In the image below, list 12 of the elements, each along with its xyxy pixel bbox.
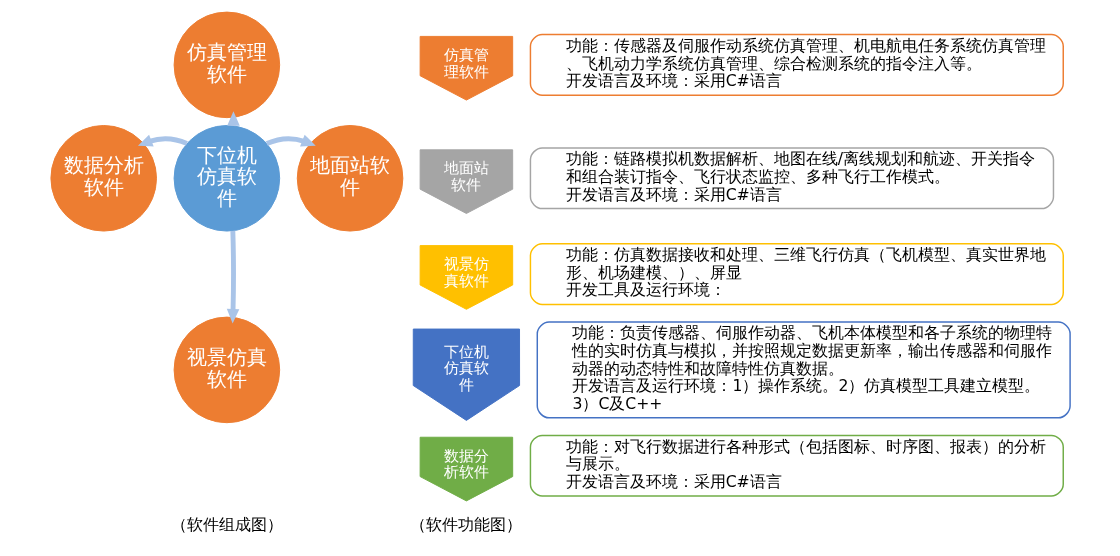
label: （软件功能图） [409,515,522,535]
label: （软件组成图） [170,515,283,535]
node-circle: 视景仿真软件 [173,316,280,424]
node-circle: 仿真管理软件 [173,11,280,119]
node-box: 功能：链路模拟机数据解析、地图在线/离线规划和航迹、开关指令和组合装订指令、飞行状态监控、多种飞行工作模式。 开发语言及环境：采用C#语言 [529,147,1054,210]
node-box: 功能：对飞行数据进行各种形式（包括图标、时序图、报表）的分析与展示。 开发语言及环境：采用C#语言 [529,434,1064,497]
node-box: 功能：传感器及伺服作动系统仿真管理、机电航电任务系统仿真管理、飞机动力学系统仿真管理、综合检测系统的指令注入等。 开发语言及环境：采用C#语言 [529,33,1064,96]
node-box: 功能：负责传感器、伺服作动器、飞机本体模型和各子系统的物理特性的实时仿真与模拟，并按照规定数据更新率，输出传感器和伺服作动器的动态特性和故障特性仿真数据。 开发语言及运行环境：1）操作系统。2）仿真模型工具建立模型。3）C及C++ [536,321,1071,419]
arrow [265,134,316,147]
arrow [137,134,188,147]
node-box: 功能：仿真数据接收和处理、三维飞行仿真（飞机模型、真实世界地形、机场建模、）、屏显 开发工具及运行环境： [529,243,1064,306]
arrow [226,230,239,324]
